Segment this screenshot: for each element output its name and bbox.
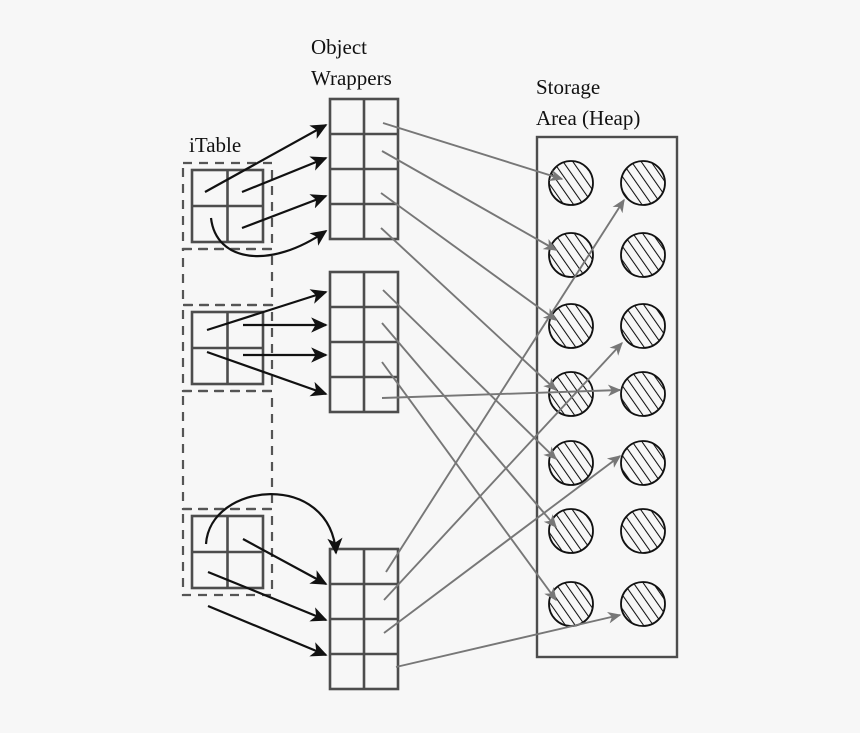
link-wrapper3-cell3-to-heap10 [383,455,622,634]
diagram-labels: iTable Object Wrappers Storage Area (Hea… [189,35,640,157]
heap-object-1 [548,160,594,206]
heap-object-12 [620,508,666,554]
itable-slot-slot-4 [181,389,274,511]
heap-object-13 [548,581,594,627]
heap-box [535,135,679,659]
heap-object-5 [548,303,594,349]
heap-object-8 [620,371,666,417]
heap-object-4 [620,232,666,278]
link-wrapper1-cell3-to-heap5 [380,192,558,321]
link-wrapper3-cell4-to-heap14 [395,612,622,668]
arrow-itable2-wrapper2-row4 [206,350,328,397]
heap-object-10 [620,440,666,486]
arc-itable1-wrapper1-row4 [209,217,328,258]
object-wrappers-label-line2: Wrappers [311,66,392,90]
arrow-itable3-wrapper3-row2 [242,538,328,585]
arc-itable3-wrapper3-row1 [204,493,343,555]
heap-object-3 [548,232,594,278]
heap-object-6 [620,303,666,349]
heap-object-14 [620,581,666,627]
link-wrapper2-cell2-to-heap11 [381,322,557,529]
itable-slot-slot-1 [181,161,274,251]
link-wrapper3-cell2-to-heap6 [383,342,623,601]
heap-object-9 [548,440,594,486]
itable-label: iTable [189,133,241,157]
itable-slot-slot-2 [181,247,274,307]
storage-area-label-line1: Storage [536,75,600,99]
itable-slot-slot-3 [181,303,274,393]
itable-group [181,161,274,597]
link-wrapper3-cell1-to-heap2 [385,198,625,573]
object-wrappers-label-line1: Object [311,35,367,59]
arrow-itable1-wrapper1-row1 [204,124,328,193]
heap-object-2 [620,160,666,206]
itable-slot-slot-5 [181,507,274,597]
storage-area-group [535,135,679,659]
link-wrapper1-cell2-to-heap3 [381,150,558,251]
arrow-itable3-wrapper3-row3 [207,570,328,622]
wrapper-to-heap-links [380,122,625,668]
heap-object-11 [548,508,594,554]
arrow-itable2-wrapper2-row1 [206,289,328,332]
heap-object-7 [548,371,594,417]
storage-area-label-line2: Area (Heap) [536,106,640,130]
link-wrapper2-cell3-to-heap13 [381,361,557,602]
link-wrapper2-cell1-to-heap9 [382,289,557,460]
link-wrapper1-cell1-to-heap1 [382,122,564,182]
arrow-itable1-wrapper1-row3 [241,194,328,230]
arrow-itable1-wrapper1-row2 [241,156,328,194]
object-wrappers-group [328,97,400,691]
arrow-itable3-wrapper3-row4 [207,604,328,657]
link-wrapper1-cell4-to-heap7 [380,227,557,391]
itable-to-wrapper-arrows [204,124,343,657]
